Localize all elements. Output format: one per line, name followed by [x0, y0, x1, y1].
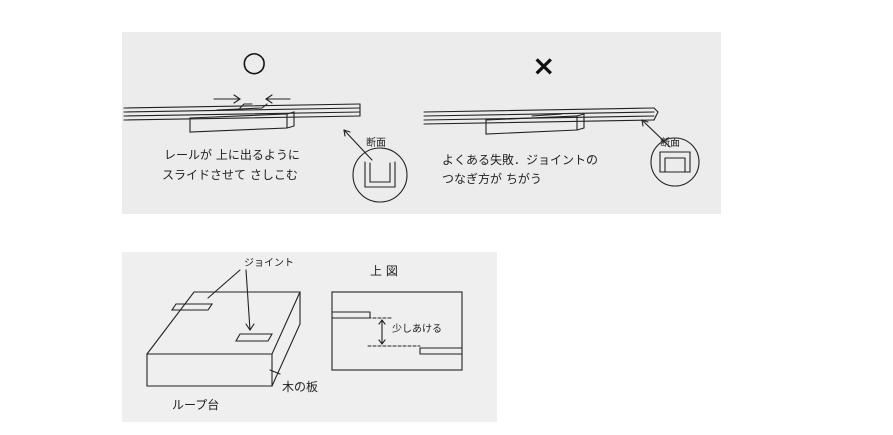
- board-3d-drawing: [145, 291, 301, 387]
- top-view-label: 上 図: [370, 264, 398, 278]
- bad-caption-line2: つなぎ方が ちがう: [442, 172, 542, 186]
- joint-label: ジョイント: [244, 258, 294, 269]
- good-slide-arrows: [213, 94, 291, 104]
- good-mark-symbol: ○: [242, 45, 267, 78]
- top-view-drawing: [331, 291, 463, 371]
- gap-label: 少しあける: [392, 324, 442, 335]
- good-caption-line2: スライドさせて さしこむ: [162, 168, 298, 182]
- bad-rail-drawing: [423, 107, 659, 135]
- bad-caption-line1: よくある失敗．ジョイントの: [442, 153, 599, 167]
- bad-mark-symbol: ×: [532, 49, 556, 82]
- good-section-label: 断面: [366, 138, 386, 149]
- wood-board-label: 木の板: [282, 380, 319, 394]
- loop-base-illustrations: [145, 269, 463, 387]
- loop-base-diagram-panel: ジョイント 上 図 少しあける ループ台 木の板: [122, 252, 497, 422]
- good-caption-line1: レールが 上に出るように: [164, 148, 300, 162]
- bad-section-label: 断面: [660, 138, 680, 149]
- rail-joint-comparison-panel: ○ × レールが 上に出るように スライドさせて さしこむ 断面 よくある失敗．…: [122, 32, 721, 214]
- rail-joint-illustrations: [123, 94, 700, 203]
- good-rail-drawing: [123, 103, 361, 133]
- loop-base-label: ループ台: [172, 398, 220, 412]
